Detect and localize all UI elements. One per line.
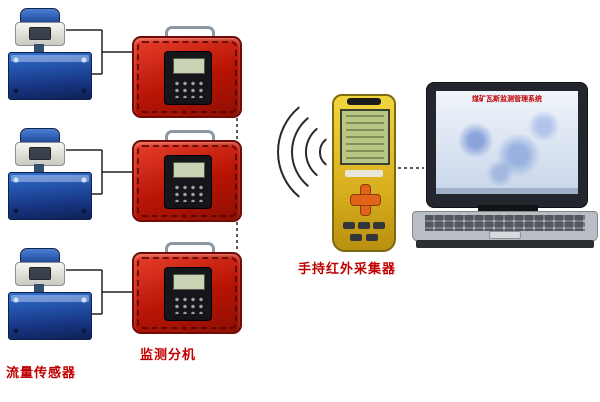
handheld-key	[350, 234, 362, 241]
box-rivets	[137, 257, 237, 329]
box-display	[173, 274, 205, 290]
laptop-hinge	[478, 205, 538, 212]
laptop-front-edge	[416, 240, 594, 248]
infrared-window	[347, 98, 381, 105]
laptop-keyboard	[425, 215, 585, 231]
box-display	[173, 58, 205, 74]
monitor-unit-2	[132, 130, 242, 222]
dpad-button	[350, 194, 381, 206]
transmitter-stem	[34, 284, 44, 292]
box-handle	[165, 242, 215, 259]
handheld-key	[373, 222, 385, 229]
tank-bolts	[9, 173, 91, 219]
box-keypad	[173, 296, 203, 314]
flow-transmitter-1	[12, 8, 66, 52]
flow-meter-tank-3	[8, 292, 92, 340]
handheld-key	[358, 222, 370, 229]
handheld-key	[366, 234, 378, 241]
laptop: 煤矿瓦斯监测管理系统	[412, 82, 598, 250]
label-flow-sensor: 流量传感器	[6, 365, 77, 380]
box-handle	[165, 130, 215, 147]
laptop-screen-bezel: 煤矿瓦斯监测管理系统	[426, 82, 588, 214]
laptop-display: 煤矿瓦斯监测管理系统	[436, 91, 578, 194]
laptop-base	[412, 211, 598, 242]
transmitter-display	[29, 147, 51, 160]
transmitter-display	[29, 27, 51, 40]
box-keypad	[173, 80, 203, 98]
flow-transmitter-3	[12, 248, 66, 292]
lcd-text-lines	[346, 115, 384, 159]
tank-bolts	[9, 293, 91, 339]
handheld-lcd	[340, 109, 390, 165]
flow-transmitter-2	[12, 128, 66, 172]
box-control-panel	[164, 155, 212, 209]
monitor-unit-1	[132, 26, 242, 118]
transmitter-display	[29, 267, 51, 280]
monitor-unit-3	[132, 242, 242, 334]
handheld-collector	[332, 94, 396, 252]
laptop-touchpad	[489, 231, 521, 239]
label-handheld-collector: 手持红外采集器	[298, 261, 397, 276]
box-handle	[165, 26, 215, 43]
label-monitor-unit: 监测分机	[140, 347, 197, 362]
transmitter-stem	[34, 164, 44, 172]
box-control-panel	[164, 51, 212, 105]
laptop-screen-statusbar	[436, 188, 578, 194]
box-rivets	[137, 41, 237, 113]
box-keypad	[173, 184, 203, 202]
laptop-screen-graphics	[436, 91, 578, 194]
tank-bolts	[9, 53, 91, 99]
transmitter-stem	[34, 44, 44, 52]
handheld-key	[343, 222, 355, 229]
box-display	[173, 162, 205, 178]
wireless-signal-icon	[277, 106, 327, 198]
box-control-panel	[164, 267, 212, 321]
handheld-label-strip	[345, 170, 383, 177]
flow-meter-tank-2	[8, 172, 92, 220]
box-rivets	[137, 145, 237, 217]
flow-meter-tank-1	[8, 52, 92, 100]
